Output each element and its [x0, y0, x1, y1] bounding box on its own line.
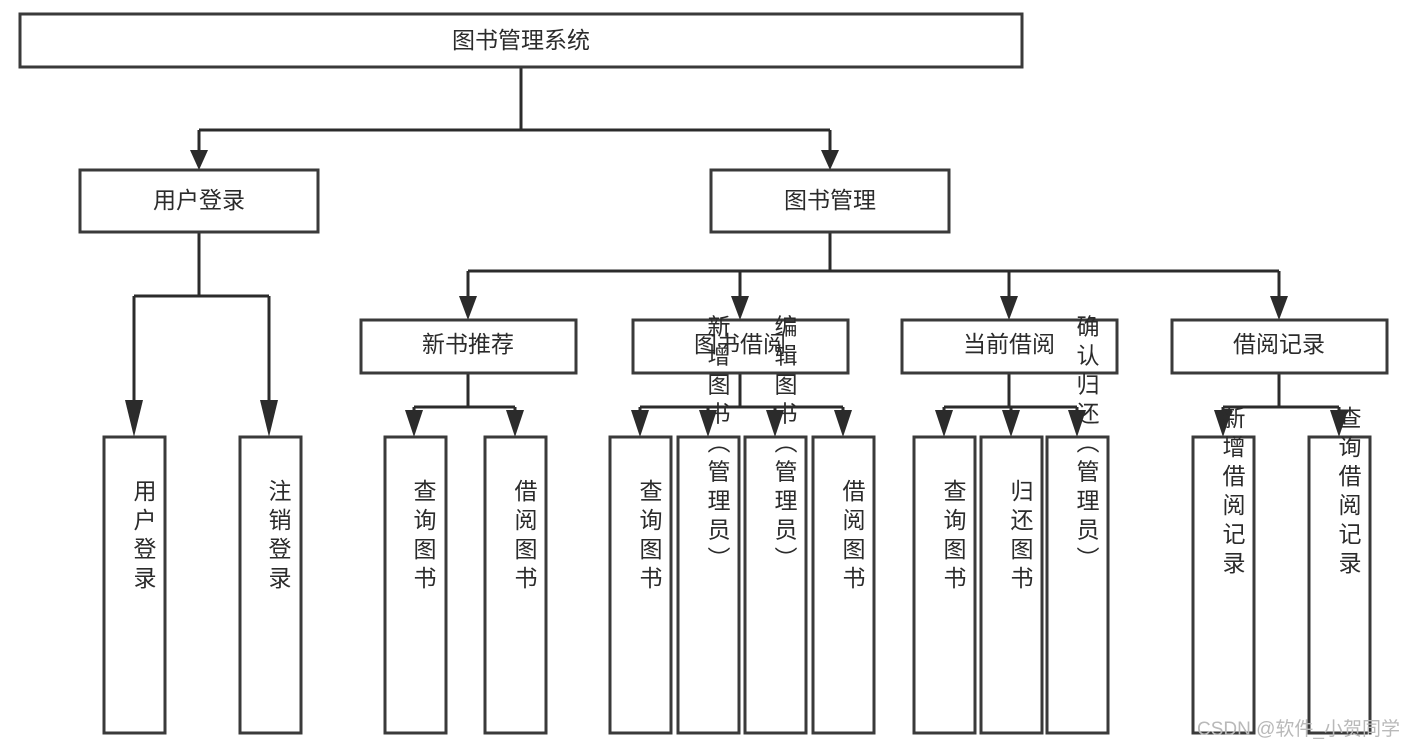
leaf-book-borrow-4-box[interactable]: [811, 435, 876, 735]
leaf-book-borrow-1-label: 查询图书: [636, 479, 663, 595]
leaf-borrow-record-1-box[interactable]: [1191, 435, 1256, 735]
borrow-record-label: 借阅记录: [1233, 331, 1325, 357]
node-current-borrow[interactable]: 当前借阅: [900, 318, 1119, 375]
leaf-new-book-2[interactable]: 借阅图书: [483, 435, 548, 735]
leaf-current-borrow-1-box[interactable]: [912, 435, 977, 735]
leaf-borrow-record-1[interactable]: 新增借阅记录: [1191, 406, 1256, 735]
arrow-head-leaf-book-borrow-4: [834, 410, 852, 437]
arrow-head-current-borrow: [1000, 296, 1018, 320]
node-book-borrow[interactable]: 图书借阅: [631, 318, 850, 375]
leaf-book-borrow-3-box[interactable]: [743, 435, 808, 735]
arrow-head-leaf-current-borrow-2: [1002, 410, 1020, 437]
node-borrow-record[interactable]: 借阅记录: [1170, 318, 1389, 375]
leaf-current-borrow-2-label: 归还图书: [1007, 479, 1034, 595]
book-manage-label: 图书管理: [784, 187, 876, 213]
node-book-manage[interactable]: 图书管理: [709, 168, 951, 234]
leaf-current-borrow-3-box[interactable]: [1045, 435, 1110, 735]
leaf-new-book-2-label: 借阅图书: [511, 479, 538, 595]
user-login-box[interactable]: [78, 168, 320, 234]
book-borrow-label: 图书借阅: [694, 331, 786, 357]
arrow-head-user-login: [190, 150, 208, 170]
arrow-head-leaf-book-borrow-2: [699, 410, 717, 437]
current-borrow-box[interactable]: [900, 318, 1119, 375]
leaf-book-borrow-3[interactable]: 编辑图书（管理员）: [743, 315, 808, 735]
arrow-head-leaf-borrow-record-2: [1330, 410, 1348, 437]
arrow-head-leaf-new-book-2: [506, 410, 524, 437]
leaf-book-borrow-3-label: 编辑图书（管理员）: [771, 315, 798, 576]
leaf-book-borrow-2-label: 新增图书（管理员）: [704, 315, 731, 576]
leaf-book-borrow-1-box[interactable]: [608, 435, 673, 735]
book-borrow-box[interactable]: [631, 318, 850, 375]
leaf-current-borrow-3-label: 确认归还（管理员）: [1073, 315, 1100, 576]
leaf-current-borrow-3[interactable]: 确认归还（管理员）: [1045, 315, 1110, 735]
leaf-book-borrow-1[interactable]: 查询图书: [608, 435, 673, 735]
leaf-user-login-1-box[interactable]: [102, 435, 167, 735]
user-login-label: 用户登录: [153, 187, 245, 213]
node-user-login[interactable]: 用户登录: [78, 168, 320, 234]
leaf-new-book-1-box[interactable]: [383, 435, 448, 735]
leaf-book-borrow-2-box[interactable]: [676, 435, 741, 735]
arrow-head-leaf-new-book-1: [405, 410, 423, 437]
leaf-current-borrow-1[interactable]: 查询图书: [912, 435, 977, 735]
node-root[interactable]: 图书管理系统: [18, 12, 1024, 69]
leaf-book-borrow-2[interactable]: 新增图书（管理员）: [676, 315, 741, 735]
root-label: 图书管理系统: [452, 27, 590, 53]
arrow-head-leaf-current-borrow-1: [935, 410, 953, 437]
root-box[interactable]: [18, 12, 1024, 69]
leaf-borrow-record-2[interactable]: 查询借阅记录: [1307, 406, 1372, 735]
new-book-rec-label: 新书推荐: [422, 331, 514, 357]
arrow-head-book-manage: [821, 150, 839, 170]
new-book-rec-box[interactable]: [359, 318, 578, 375]
watermark-label: CSDN @软件_小贺同学: [1197, 718, 1400, 740]
arrow-head-leaf-borrow-record-1: [1214, 410, 1232, 437]
leaf-book-borrow-4[interactable]: 借阅图书: [811, 435, 876, 735]
connector-layer: [125, 67, 1348, 437]
borrow-record-box[interactable]: [1170, 318, 1389, 375]
leaf-user-login-2[interactable]: 注销登录: [238, 435, 303, 735]
leaf-current-borrow-1-label: 查询图书: [940, 479, 967, 595]
arrow-head-new-book-rec: [459, 296, 477, 320]
current-borrow-label: 当前借阅: [963, 331, 1055, 357]
leaf-new-book-2-box[interactable]: [483, 435, 548, 735]
arrow-head-leaf-user-login-2: [260, 400, 278, 437]
book-manage-box[interactable]: [709, 168, 951, 234]
leaf-borrow-record-2-box[interactable]: [1307, 435, 1372, 735]
node-new-book-rec[interactable]: 新书推荐: [359, 318, 578, 375]
leaf-current-borrow-2[interactable]: 归还图书: [979, 435, 1044, 735]
leaf-user-login-2-box[interactable]: [238, 435, 303, 735]
arrow-head-leaf-book-borrow-3: [766, 410, 784, 437]
leaf-borrow-record-2-label: 查询借阅记录: [1335, 406, 1362, 580]
leaf-current-borrow-2-box[interactable]: [979, 435, 1044, 735]
leaf-borrow-record-1-label: 新增借阅记录: [1219, 406, 1246, 580]
leaf-user-login-2-label: 注销登录: [265, 479, 292, 595]
arrow-head-leaf-book-borrow-1: [631, 410, 649, 437]
leaf-new-book-1-label: 查询图书: [410, 479, 437, 595]
leaf-book-borrow-4-label: 借阅图书: [839, 479, 866, 595]
leaf-user-login-1[interactable]: 用户登录: [102, 435, 167, 735]
arrow-head-book-borrow: [731, 296, 749, 320]
arrow-head-borrow-record: [1270, 296, 1288, 320]
leaf-new-book-1[interactable]: 查询图书: [383, 435, 448, 735]
arrow-head-leaf-user-login-1: [125, 400, 143, 437]
leaf-user-login-1-label: 用户登录: [130, 479, 157, 595]
arrow-head-leaf-current-borrow-3: [1068, 410, 1086, 437]
